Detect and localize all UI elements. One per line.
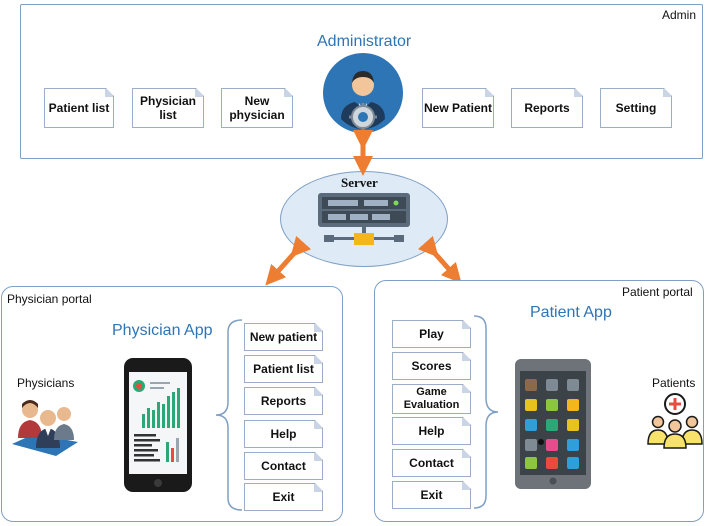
smartphone-apps-icon [515,359,591,489]
physicians-label: Physicians [17,376,75,390]
patient-app-title: Patient App [530,304,612,321]
admin-new-physician-button[interactable]: New physician [221,88,293,128]
patient-exit-button[interactable]: Exit [392,481,471,509]
administrator-avatar-icon [323,53,403,133]
patients-group-icon [647,393,703,449]
physicians-group-icon [12,400,78,456]
admin-panel-label: Admin [661,8,696,22]
patient-portal-label: Patient portal [622,285,693,299]
admin-physician-list-button[interactable]: Physician list [132,88,204,128]
administrator-title: Administrator [317,33,412,50]
patient-menu-bracket [473,315,499,509]
patients-label: Patients [652,376,696,390]
patient-play-button[interactable]: Play [392,320,471,348]
patient-scores-button[interactable]: Scores [392,352,471,380]
smartphone-chart-icon [124,358,192,492]
admin-setting-button[interactable]: Setting [600,88,672,128]
physician-exit-button[interactable]: Exit [244,483,323,511]
patient-help-button[interactable]: Help [392,417,471,445]
physician-menu-bracket [215,319,243,511]
physician-portal-label: Physician portal [7,292,92,306]
admin-patient-list-button[interactable]: Patient list [44,88,114,128]
patient-game-evaluation-button[interactable]: Game Evaluation [392,384,471,414]
physician-patient-list-button[interactable]: Patient list [244,355,323,383]
admin-reports-button[interactable]: Reports [511,88,583,128]
physician-help-button[interactable]: Help [244,420,323,448]
physician-reports-button[interactable]: Reports [244,387,323,415]
server-rack-icon [318,193,410,245]
admin-new-patient-button[interactable]: New Patient [422,88,494,128]
physician-new-patient-button[interactable]: New patient [244,323,323,351]
server-label: Server [341,175,378,190]
physician-contact-button[interactable]: Contact [244,452,323,480]
patient-contact-button[interactable]: Contact [392,449,471,477]
physician-app-title: Physician App [112,322,213,339]
